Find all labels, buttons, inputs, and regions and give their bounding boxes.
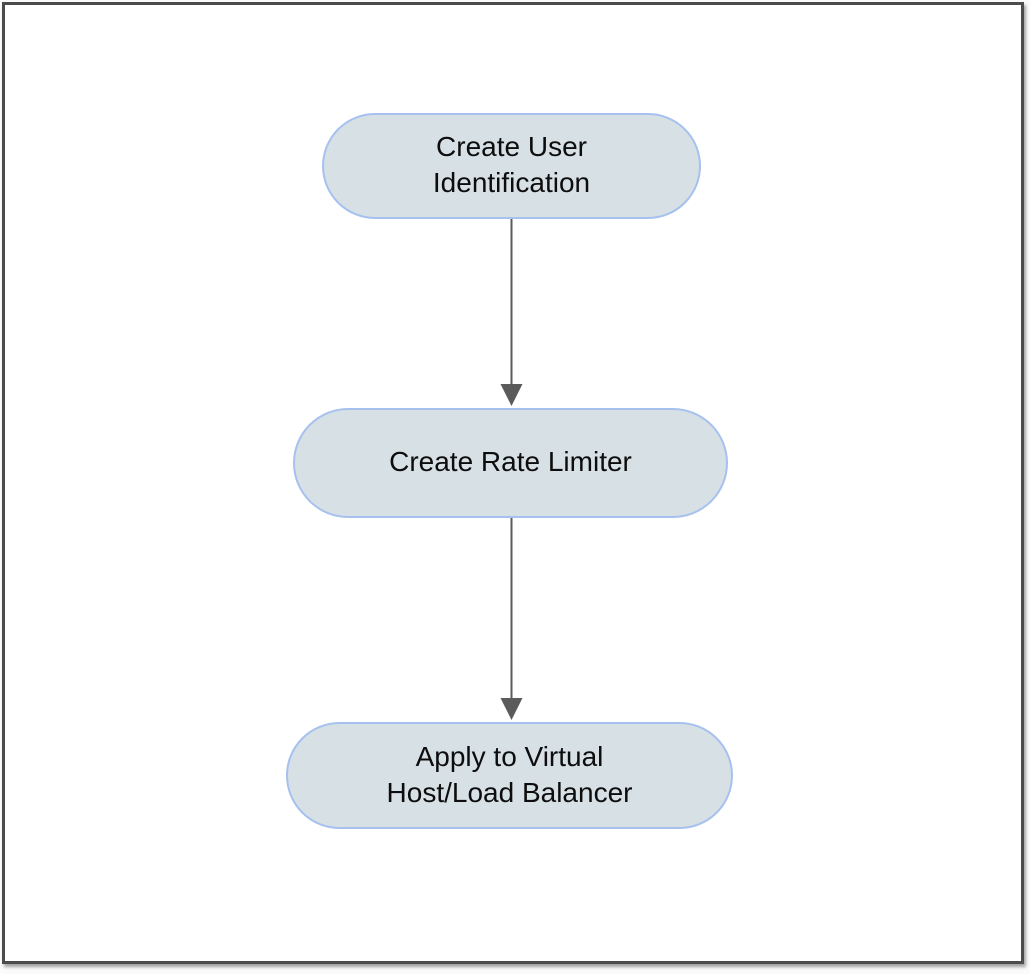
flow-node-label: Create User Identification: [432, 131, 591, 198]
flow-node-label: Apply to Virtual Host/Load Balancer: [386, 740, 633, 808]
flow-node-create-user-identification: Create User Identification: [322, 113, 701, 219]
arrow-user-identification-to-rate-limiter: [500, 219, 523, 406]
arrowhead-icon: [500, 698, 523, 720]
arrow-rate-limiter-to-apply: [500, 518, 523, 720]
flow-node-label: Create Rate Limiter: [389, 446, 632, 477]
flow-node-create-rate-limiter: Create Rate Limiter: [293, 408, 728, 518]
arrowhead-icon: [500, 384, 523, 406]
flow-node-apply-to-virtual-host-load-balancer: Apply to Virtual Host/Load Balancer: [286, 722, 733, 829]
